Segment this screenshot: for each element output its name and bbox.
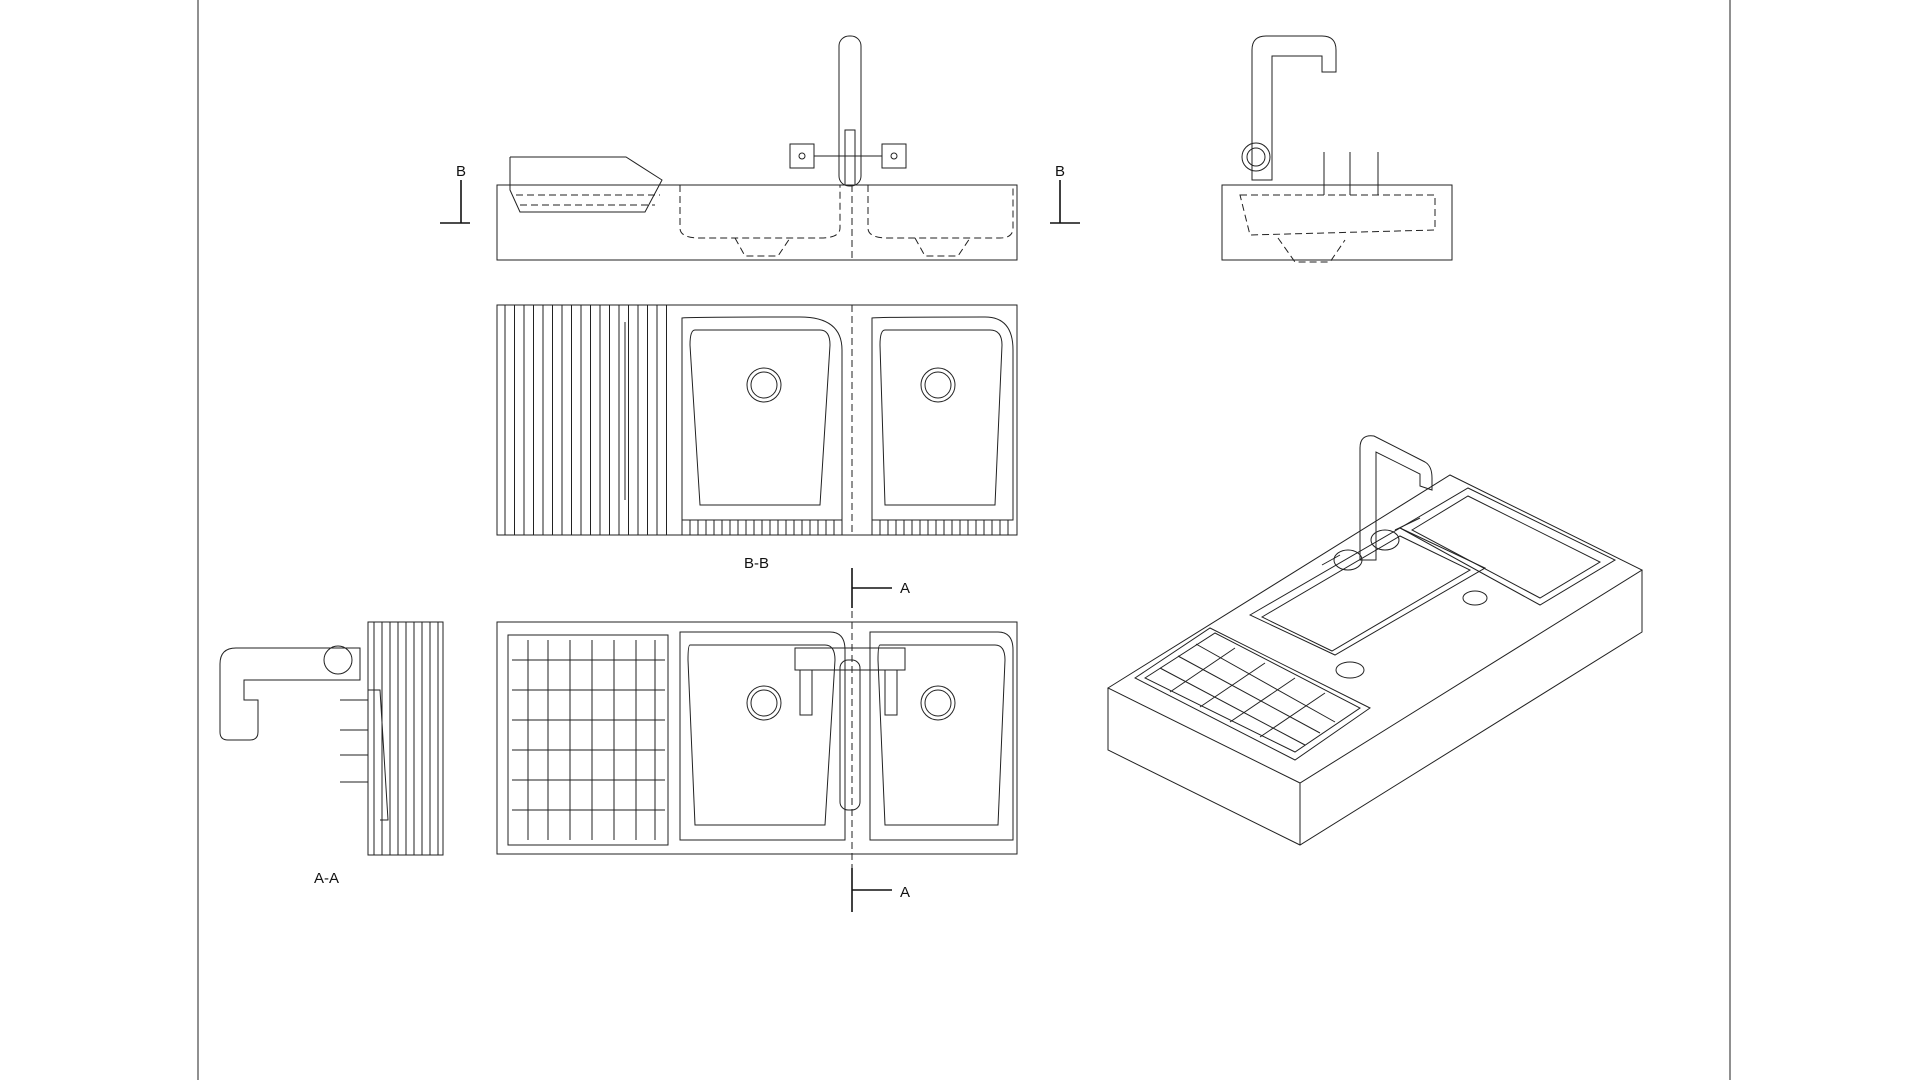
section-b-right-label: B bbox=[1055, 163, 1066, 180]
section-a-a bbox=[219, 621, 444, 856]
front-elevation bbox=[440, 35, 1080, 262]
section-bb-title: B-B bbox=[744, 555, 770, 572]
section-a-bottom-label: A bbox=[900, 884, 911, 901]
sheet-frame bbox=[197, 0, 1731, 1080]
section-aa-title: A-A bbox=[314, 870, 340, 887]
section-b-left-label: B bbox=[456, 163, 467, 180]
section-a-top-label: A bbox=[900, 580, 911, 597]
side-elevation bbox=[1221, 35, 1453, 263]
isometric-view bbox=[1106, 435, 1644, 846]
section-b-b bbox=[496, 304, 1018, 536]
plan-view bbox=[496, 568, 1018, 912]
